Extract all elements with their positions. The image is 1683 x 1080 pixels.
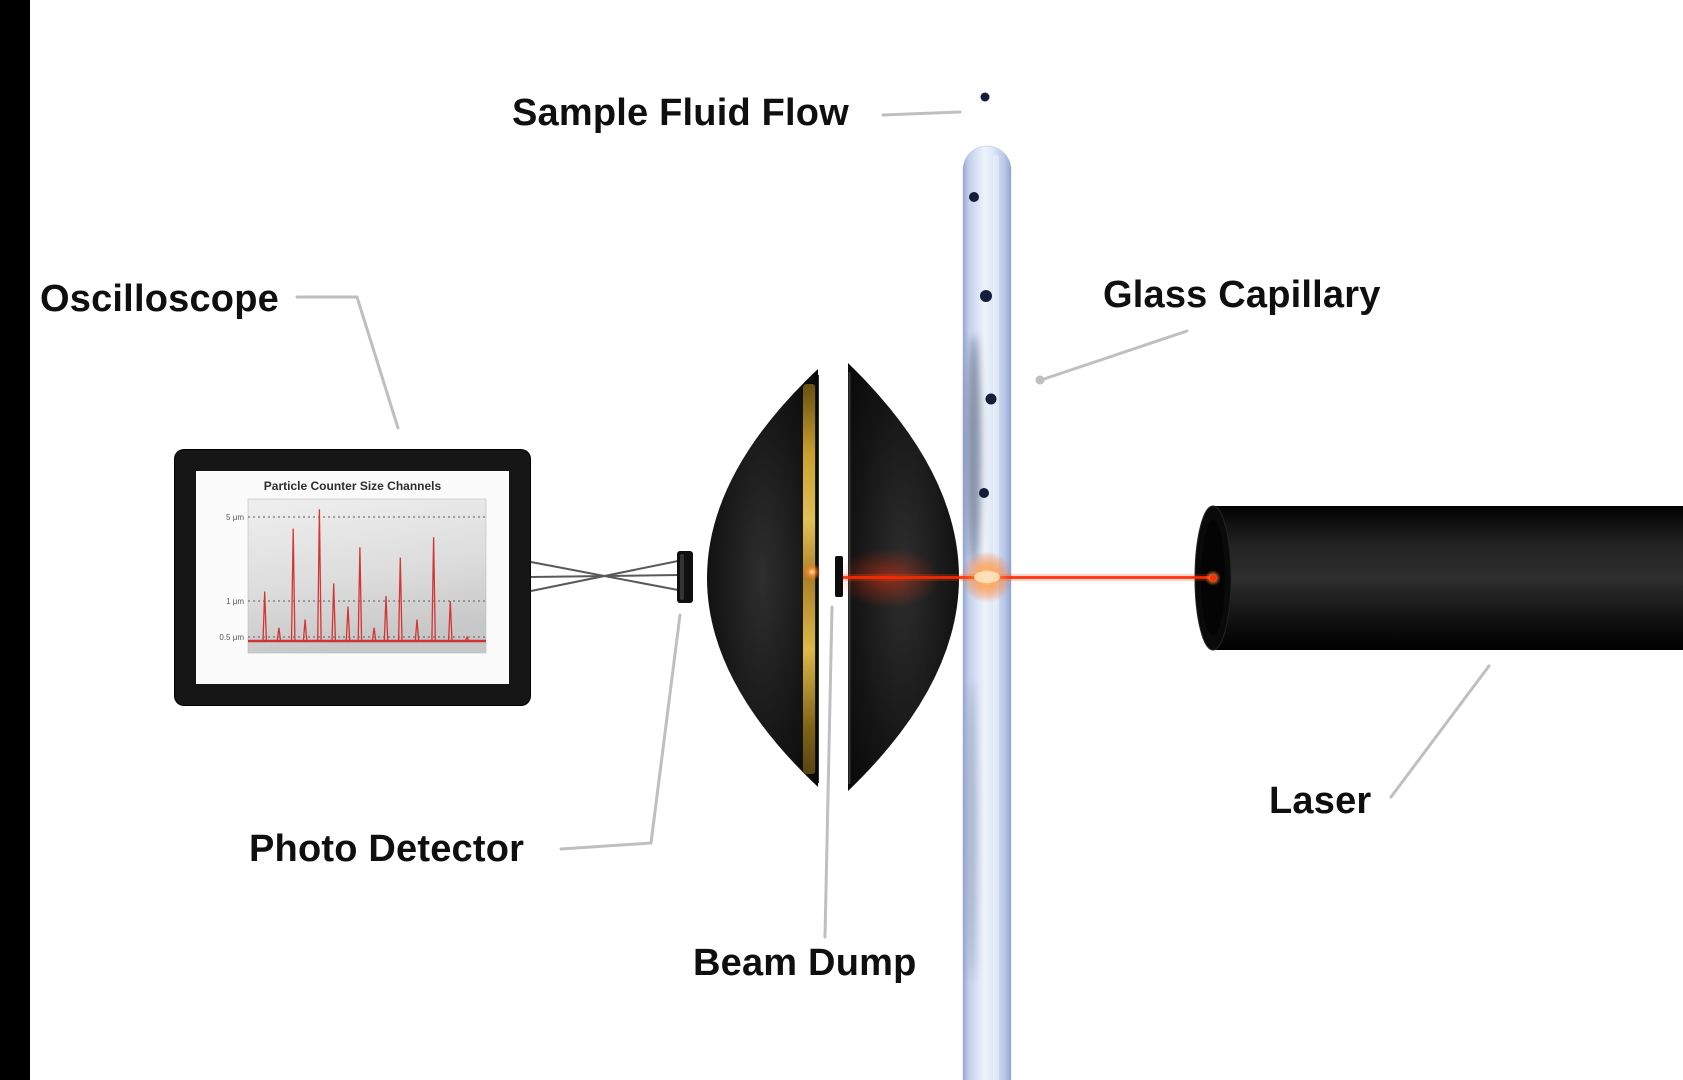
laser-assembly (1194, 505, 1683, 651)
capillary-shadow-lower (967, 680, 977, 980)
laser-body (1212, 506, 1683, 650)
label-laser: Laser (1269, 780, 1372, 822)
capillary-highlight (993, 155, 999, 1080)
leader-beam-dump (823, 605, 834, 939)
particle-dot (980, 290, 992, 302)
leader-laser (1389, 664, 1491, 799)
leader-glass-capillary-dot (1035, 375, 1045, 385)
beam-dump (835, 556, 843, 597)
photo-detector-highlight (680, 554, 684, 600)
y-tick-5um: 5 μm (226, 513, 244, 522)
label-glass-capillary: Glass Capillary (1103, 274, 1381, 316)
left-lens (707, 369, 818, 787)
laser-beam-group (843, 551, 1221, 603)
leader-sample-fluid-flow (881, 110, 962, 117)
photo-detector-body (677, 551, 693, 603)
photo-detector (677, 551, 693, 603)
y-tick-05um: 0.5 μm (219, 633, 244, 642)
leader-glass-capillary (1042, 329, 1189, 381)
detector-signal-wires (530, 560, 679, 592)
oscilloscope-monitor: Particle Counter Size Channels 5 μm 1 μm… (175, 450, 530, 705)
plot-area (247, 498, 486, 654)
pulse-trace (247, 509, 486, 642)
capillary-shadow-upper (967, 335, 981, 565)
label-sample-fluid-flow: Sample Fluid Flow (512, 92, 849, 134)
pulse-chart: 5 μm 1 μm 0.5 μm (219, 498, 486, 654)
label-beam-dump: Beam Dump (693, 942, 917, 984)
laser-aperture-dot (1209, 574, 1217, 582)
chart-title: Particle Counter Size Channels (263, 479, 442, 493)
particle-dot (980, 92, 990, 102)
oscilloscope-screen: Particle Counter Size Channels 5 μm 1 μm… (196, 471, 509, 684)
beam-capillary-core (974, 571, 1000, 583)
leader-photo-detector (559, 613, 682, 851)
left-black-bar (0, 0, 30, 1080)
label-photo-detector: Photo Detector (249, 828, 525, 870)
glass-capillary (962, 92, 1012, 1080)
leader-oscilloscope (295, 295, 400, 430)
y-tick-1um: 1 μm (226, 597, 244, 606)
particle-dot (979, 488, 989, 498)
label-oscilloscope: Oscilloscope (40, 278, 279, 320)
particle-dot (969, 192, 979, 202)
particle-dot (985, 393, 997, 405)
scatter-glow-left-lens (803, 563, 821, 581)
